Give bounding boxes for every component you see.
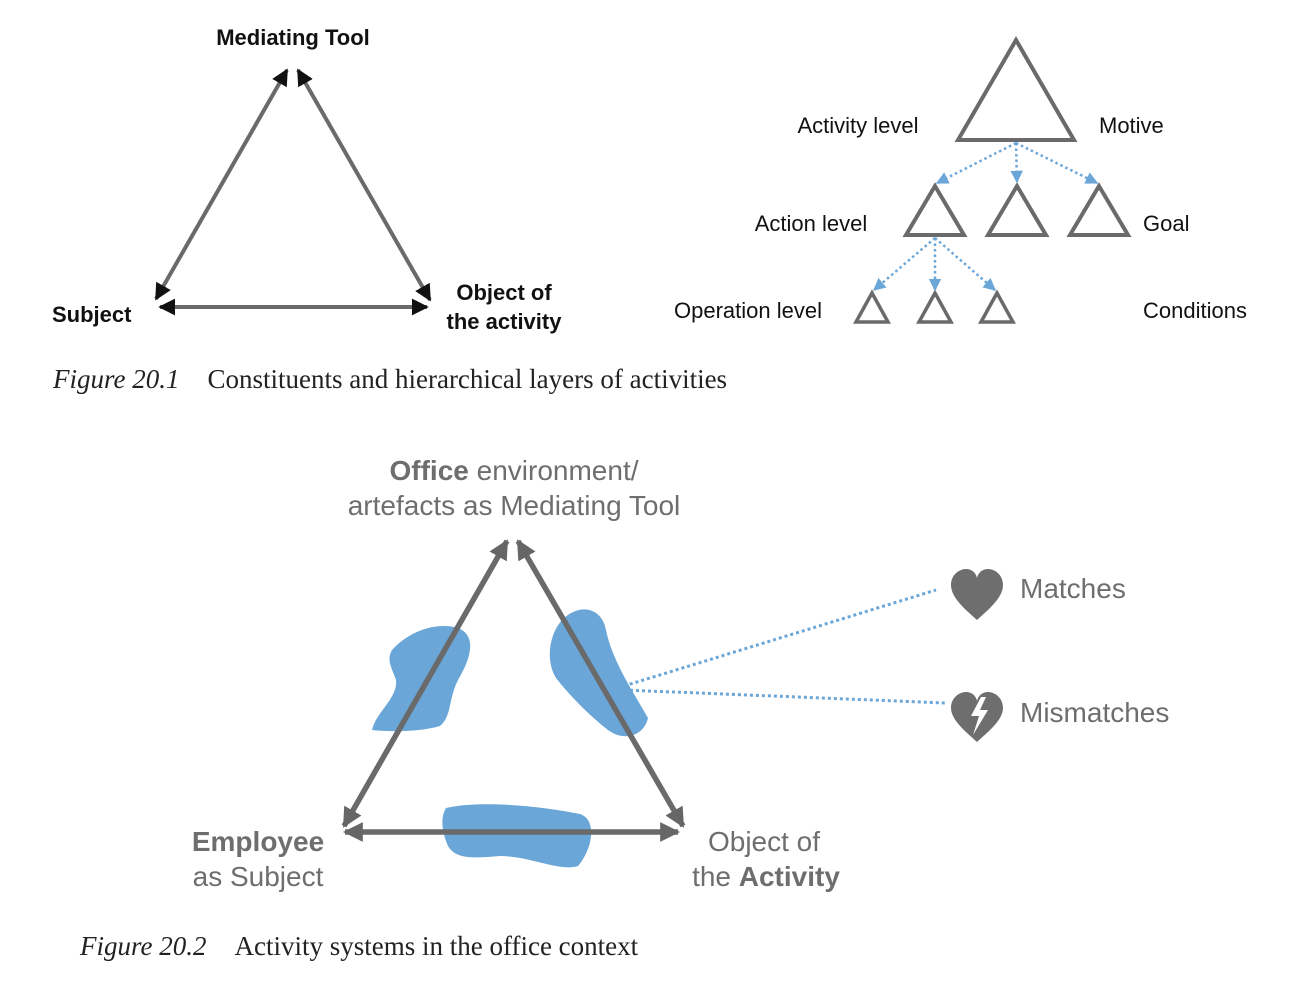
mismatches-connector	[623, 688, 947, 705]
figure2-caption: Figure 20.2 Activity systems in the offic…	[79, 931, 639, 961]
heart-icon	[951, 569, 1003, 620]
operation-triangle	[916, 289, 954, 324]
matches-label: Matches	[1020, 573, 1126, 604]
fig2-diagram: Office environment/ artefacts as Mediati…	[192, 455, 1170, 892]
action-triangle	[1066, 182, 1132, 237]
goal-label: Goal	[1143, 211, 1189, 236]
operation-triangle	[978, 289, 1016, 324]
figure1-caption: Figure 20.1 Constituents and hierarchical…	[52, 364, 727, 394]
mismatches-label: Mismatches	[1020, 697, 1169, 728]
object-activity-bold: Activity	[739, 861, 841, 892]
object-activity-prefix: the	[692, 861, 739, 892]
office-label-rest: environment/	[469, 455, 639, 486]
tool-object-arrow	[296, 68, 432, 302]
operation-triangle	[853, 289, 891, 324]
action-to-operation-arrow	[934, 237, 996, 291]
activity-triangle	[954, 36, 1078, 142]
activity-to-action-arrow	[1010, 142, 1023, 184]
object-activity-label-line2: the Activity	[692, 861, 840, 892]
bottom-blob	[442, 804, 592, 868]
office-label-line1: Office environment/	[390, 455, 639, 486]
broken-heart-icon	[951, 692, 1003, 742]
activity-to-action-arrow	[935, 141, 1017, 185]
employee-label-line2: as Subject	[193, 861, 324, 892]
object-label-line1: Object of	[456, 280, 552, 305]
employee-label-line1: Employee	[192, 826, 324, 857]
office-object-arrow	[515, 539, 686, 828]
object-activity-label-line1: Object of	[708, 826, 820, 857]
conditions-label: Conditions	[1143, 298, 1247, 323]
mediating-tool-label: Mediating Tool	[216, 25, 370, 50]
matches-connector	[623, 588, 937, 688]
office-label-line2: artefacts as Mediating Tool	[348, 490, 681, 521]
subject-label: Subject	[52, 302, 132, 327]
employee-office-arrow	[341, 539, 510, 828]
fig1-hierarchy: Activity level Motive Action level Goal …	[674, 36, 1247, 324]
fig1-triangle: Mediating Tool Subject Object of the act…	[52, 25, 562, 334]
subject-tool-arrow	[154, 68, 289, 301]
figure2-caption-text: Activity systems in the office context	[234, 931, 638, 961]
action-level-label: Action level	[755, 211, 868, 236]
action-triangle	[902, 182, 968, 237]
figure1-caption-text: Constituents and hierarchical layers of …	[207, 364, 727, 394]
object-label-line2: the activity	[447, 309, 563, 334]
heart-crack	[971, 697, 988, 735]
activity-level-label: Activity level	[797, 113, 918, 138]
activity-to-action-arrow	[1015, 141, 1099, 185]
right-blob	[549, 609, 648, 737]
action-triangle	[984, 182, 1050, 237]
operation-level-label: Operation level	[674, 298, 822, 323]
action-to-operation-arrow	[873, 237, 936, 291]
figure1-caption-number: Figure 20.1	[52, 364, 179, 394]
motive-label: Motive	[1099, 113, 1164, 138]
office-label-bold: Office	[390, 455, 469, 486]
figure2-caption-number: Figure 20.2	[79, 931, 206, 961]
left-blob	[372, 626, 471, 732]
